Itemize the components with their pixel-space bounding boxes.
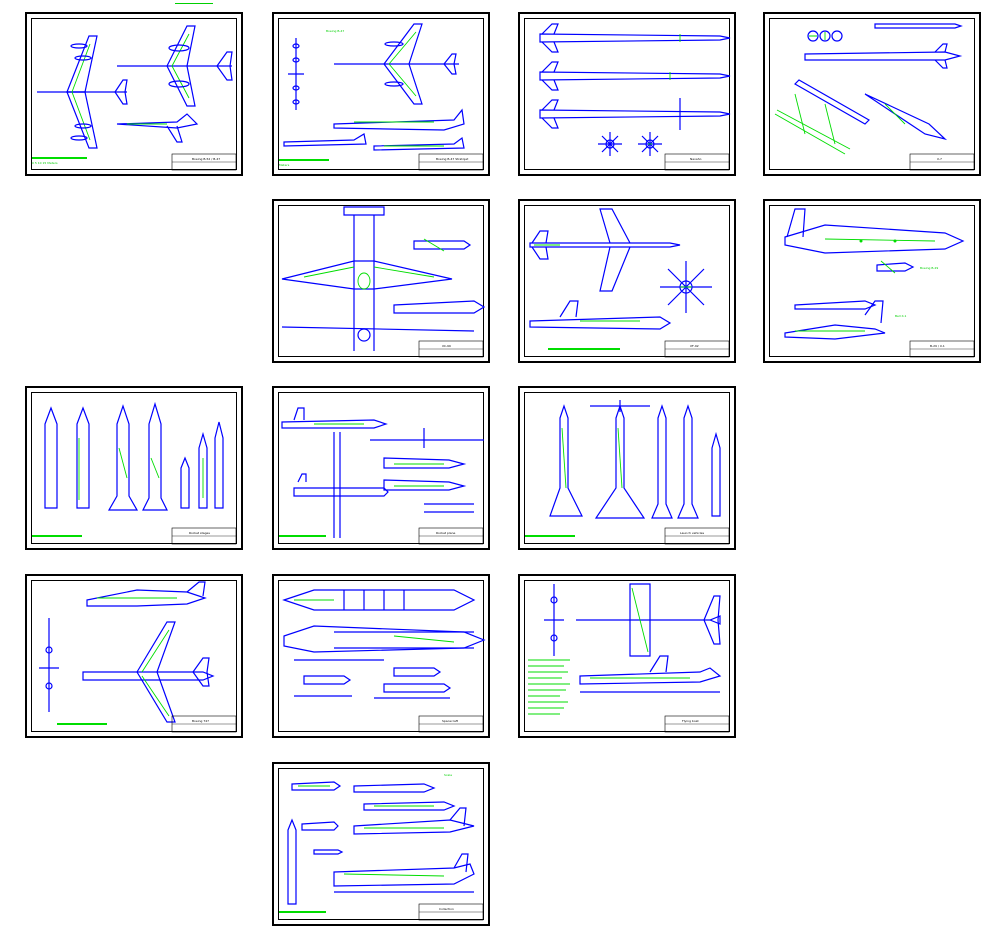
drawing-sheet-10[interactable]: Launch vehicles <box>518 386 736 550</box>
svg-text:0 5 10 15 Meters: 0 5 10 15 Meters <box>32 161 58 165</box>
spec-notes <box>528 659 570 715</box>
drawing-sheet-5[interactable]: XC-99 <box>272 199 490 363</box>
sheet-border <box>769 205 975 357</box>
sheet-border <box>31 580 237 732</box>
rocket-mid <box>539 61 731 91</box>
svg-text:Boeing B-47: Boeing B-47 <box>326 29 344 33</box>
svg-text:XC-99: XC-99 <box>442 344 451 348</box>
drawing-sheet-9[interactable]: Rocket plane <box>272 386 490 550</box>
drawing-sheet-12[interactable]: Spacecraft <box>272 574 490 738</box>
svg-text:Bell X-1: Bell X-1 <box>895 314 907 318</box>
svg-text:XF-92: XF-92 <box>690 344 699 348</box>
drawing-canvas: XF-92 <box>529 208 730 358</box>
sheet-border <box>278 18 484 170</box>
drawing-canvas: Rocket plane <box>279 407 484 545</box>
drawing-canvas: X-7 <box>774 23 975 171</box>
svg-text:Rocket stages: Rocket stages <box>189 531 210 535</box>
svg-text:Flying boat: Flying boat <box>682 719 700 723</box>
svg-text:Launch vehicles: Launch vehicles <box>680 531 705 535</box>
drawing-sheet-7[interactable]: Boeing B-29 Bell X-1 B-29 / X-1 <box>763 199 981 363</box>
sheet-border <box>524 392 730 544</box>
sheet-border <box>769 18 975 170</box>
svg-text:Boeing 747: Boeing 747 <box>192 719 209 723</box>
svg-text:Spacecraft: Spacecraft <box>442 719 459 723</box>
drawing-sheet-3[interactable]: Navaho <box>518 12 736 176</box>
drawing-canvas: Boeing B-29 Bell X-1 B-29 / X-1 <box>784 208 975 358</box>
rocket-top <box>539 23 731 53</box>
sheet-border <box>278 580 484 732</box>
drawing-sheet-11[interactable]: Boeing 747 <box>25 574 243 738</box>
drawing-canvas: Boeing 747 <box>39 581 237 733</box>
drawing-canvas: Boeing B-47 Meters Boeing B-47 Stratojet <box>279 23 484 171</box>
drawing-canvas: Spacecraft <box>282 589 486 733</box>
sheet-border <box>31 18 237 170</box>
drawing-sheet-2[interactable]: Boeing B-47 Meters Boeing B-47 Stratojet <box>272 12 490 176</box>
sheet-border <box>524 580 730 732</box>
drawing-canvas: Flying boat <box>528 583 730 733</box>
sheet-border <box>278 392 484 544</box>
drawing-sheet-8[interactable]: Rocket stages <box>25 386 243 550</box>
sheet-border <box>31 392 237 544</box>
svg-text:Rocket plane: Rocket plane <box>436 531 456 535</box>
drawing-canvas: Rocket stages <box>32 401 237 545</box>
drawing-sheet-6[interactable]: XF-92 <box>518 199 736 363</box>
rocket-low <box>539 98 731 130</box>
drawing-canvas: 0 5 10 15 Meters Boeing B-52 / B-47 <box>32 25 237 171</box>
sheet-border <box>524 205 730 357</box>
drawing-sheet-13[interactable]: Flying boat <box>518 574 736 738</box>
drawing-canvas: Navaho <box>539 23 731 171</box>
svg-text:Scale: Scale <box>444 773 452 777</box>
sheet-border <box>278 205 484 357</box>
svg-text:B-29 / X-1: B-29 / X-1 <box>930 344 945 348</box>
svg-text:X-7: X-7 <box>937 157 942 161</box>
svg-text:Navaho: Navaho <box>690 157 702 161</box>
drawing-canvas: XC-99 <box>281 206 486 358</box>
drawing-sheet-1[interactable]: 0 5 10 15 Meters Boeing B-52 / B-47 <box>25 12 243 176</box>
drawing-canvas: Scale Collection <box>279 773 484 921</box>
svg-text:Collection: Collection <box>439 907 454 911</box>
svg-text:Boeing B-47 Stratojet: Boeing B-47 Stratojet <box>436 157 469 161</box>
drawing-sheet-4[interactable]: X-7 <box>763 12 981 176</box>
drawing-canvas: Launch vehicles <box>525 400 730 545</box>
sheet-border <box>524 18 730 170</box>
svg-text:Boeing B-29: Boeing B-29 <box>920 266 938 270</box>
sheet-border <box>278 768 484 920</box>
svg-text:Meters: Meters <box>279 163 290 167</box>
svg-text:Boeing B-52 / B-47: Boeing B-52 / B-47 <box>192 157 220 161</box>
top-strip <box>175 0 213 4</box>
drawing-sheet-14[interactable]: Scale Collection <box>272 762 490 926</box>
